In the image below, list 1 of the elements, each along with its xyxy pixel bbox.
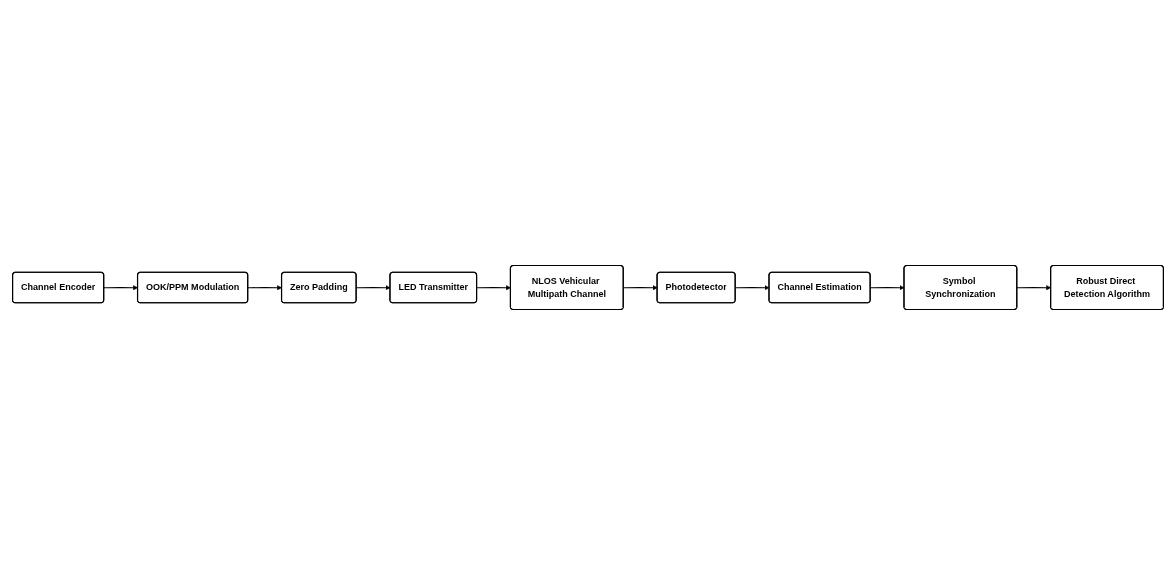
arrow xyxy=(476,285,511,291)
